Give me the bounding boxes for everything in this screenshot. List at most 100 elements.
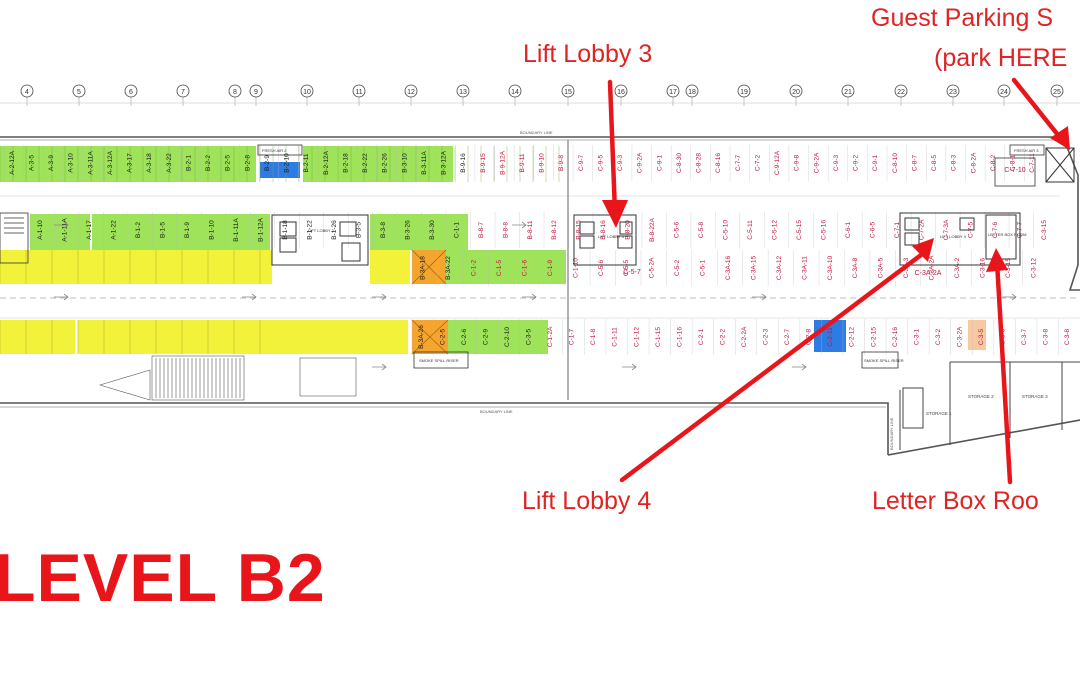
parking-bay-label: C-2-3 [763,328,770,345]
grid-bubble-label: 14 [511,89,519,96]
parking-bay-label: B-3A-18 [420,256,427,280]
parking-bay-label: B-2-1 [185,155,192,171]
parking-bay-label: B-8-7 [478,222,485,238]
parking-bay-label: B-3A-22 [445,256,452,280]
guest-parking-callout-line1: Guest Parking S [871,4,1054,32]
parking-bay-label: C-7-1 [894,221,901,238]
lift-lobby-3-label: LIFT LOBBY 3 [598,234,625,239]
parking-bay-label: C-5-8 [698,221,705,238]
parking-bay-label: A-1-11A [62,218,69,242]
parking-bay-label: B-8-12 [551,220,558,240]
parking-bay-label: C-5-1 [700,259,707,276]
parking-bay-label: C-8-2A [970,152,977,173]
parking-bay-label: A-3-17 [127,153,134,173]
parking-bay-label: A-3-12A [107,150,114,175]
grid-bubble-label: 19 [740,89,748,96]
parking-bay-label: A-2-12A [9,150,16,175]
parking-bay-label: C-3-2A [956,326,963,347]
boundary-line-side-label: BOUNDARY LINE [889,417,894,450]
parking-bay-label: C-2-9 [482,328,489,345]
building-outline [0,136,1080,456]
grid-bubble-label: 15 [564,89,572,96]
grid-bubble-label: 23 [949,89,957,96]
parking-bay-label: C-8-28 [696,153,703,173]
parking-bay-label: C-7-2 [754,154,761,171]
parking-bay-label: C-3A-2A [929,255,936,281]
parking-bay-label: B-1-22 [306,220,313,240]
parking-bay-label: C-2-6 [461,328,468,345]
parking-bay-label: C-8-5 [931,154,938,171]
parking-bay-label: C-9-1 [656,154,663,171]
parking-bay-label: C-3-15 [1041,220,1048,240]
parking-bay-label: C-1-11 [612,327,619,347]
parking-bay-label: B-1-9 [184,222,191,238]
parking-bay-label: B-8-15 [576,220,583,240]
parking-bay-label: C-8-3 [951,154,958,171]
grid-bubble-label: 12 [407,89,415,96]
parking-bay-label: C-9-5 [597,154,604,171]
peach-bay-block [968,320,986,350]
direction-arrow [1002,293,1017,301]
direction-arrow [54,293,69,301]
parking-bay-label: B-2-22 [362,153,369,173]
parking-bay-label: B-9-10 [539,153,546,173]
parking-bay-label: A-1-22 [111,220,118,240]
direction-arrow [372,293,387,301]
parking-bay-label: C-3-5 [978,328,985,345]
parking-bay-label: C-2-7 [784,328,791,345]
parking-bay-label: C-2-11 [827,327,834,347]
parking-bay-label: C-9-2A [637,152,644,173]
direction-arrow [242,293,257,301]
grid-bubble-label: 25 [1053,89,1061,96]
parking-bay-label: C-5-7 [623,269,641,276]
parking-bay-label: B-8-20 [625,220,632,240]
storage-3-label: STORAGE 3 [1022,394,1048,399]
parking-bay-label: B-2-8 [244,155,251,171]
ramp-stairs [98,355,357,401]
parking-bay-label: B-3-30 [429,220,436,240]
parking-bay-label: C-5-6 [674,221,681,238]
lift-lobby-2-core [271,214,369,266]
parking-bay-label: C-2-15 [870,327,877,347]
parking-bay-label: C-1-2A [547,326,554,347]
parking-bay-label: B-3-11A [421,151,428,175]
parking-bay-label: C-5-2A [649,257,656,278]
lift-lobby-4-label: LIFT LOBBY 4 [940,234,967,239]
parking-bay-label: C-9-3 [617,154,624,171]
parking-bay-label: C-1-15 [655,327,662,347]
parking-bay-label: C-3A-2A [915,270,942,277]
parking-bay-label: C-3A-10 [827,256,834,281]
parking-bay-label: C-8-2 [990,154,997,171]
parking-bay-label: C-1-1 [453,221,460,238]
letter-box-room-callout: Letter Box Roo [872,487,1039,515]
boundary-line-bottom-label: BOUNDARY LINE [480,409,513,414]
parking-bay-label: B-2-9 [264,155,271,171]
parking-bay-label: C-1-9 [547,259,554,276]
parking-bay-label: B-1-11A [233,218,240,242]
parking-bay-label: B-9-12A [499,150,506,175]
parking-bay-label: C-5-5 [623,259,630,276]
parking-bay-label: B-9-8 [558,155,565,171]
parking-bay-label: C-2-1 [698,328,705,345]
parking-bay-label: C-2-2 [719,328,726,345]
fresh-air-shafts [257,144,1045,187]
parking-bay-label: C-3-12 [1030,258,1037,278]
green-bay-block [303,146,453,182]
parking-bay-label: C-7-10 [1004,167,1026,174]
lift-lobby-4-callout: Lift Lobby 4 [522,487,652,515]
direction-arrow [622,363,637,371]
parking-bay-label: C-3A-8 [852,257,859,278]
parking-bay-label: C-1-16 [676,327,683,347]
blue-bay-block [260,162,300,178]
parking-bay-label: C-5-16 [820,220,827,240]
parking-bay-label: C-9-1 [872,154,879,171]
grid-bubble-label: 16 [617,89,625,96]
yellow-bay-block [370,250,410,284]
parking-bay-label: C-2-10 [504,327,511,347]
parking-bay-label: C-9-8 [794,154,801,171]
parking-bay-label: C-2-16 [892,327,899,347]
